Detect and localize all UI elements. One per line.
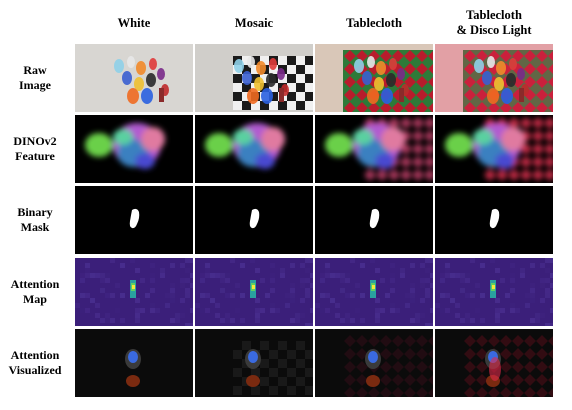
column-header: Tablecloth [315, 4, 433, 42]
feature-image [435, 115, 553, 183]
row-header: DINOv2 Feature [0, 115, 70, 183]
column-header-label: Tablecloth [346, 15, 402, 30]
mask-image-graphic [315, 186, 433, 254]
attention-image-graphic [75, 258, 193, 326]
mask-image [75, 186, 193, 254]
attention-image-graphic [315, 258, 433, 326]
visualized-image [75, 329, 193, 397]
row-header: Attention Map [0, 258, 70, 326]
mask-image-graphic [435, 186, 553, 254]
raw-image [75, 44, 193, 112]
visualized-image [315, 329, 433, 397]
row-header: Attention Visualized [0, 329, 70, 397]
visualized-image-graphic [75, 329, 193, 397]
feature-image [315, 115, 433, 183]
attention-image-graphic [435, 258, 553, 326]
raw-image-graphic [75, 44, 193, 112]
visualized-image-graphic [435, 329, 553, 397]
feature-image-graphic [435, 115, 553, 183]
row-header-label: Binary Mask [17, 205, 53, 234]
visualized-image [195, 329, 313, 397]
column-header: White [75, 4, 193, 42]
row-header: Raw Image [0, 44, 70, 112]
attention-image [75, 258, 193, 326]
raw-image [435, 44, 553, 112]
raw-image [195, 44, 313, 112]
raw-image-graphic [315, 44, 433, 112]
mask-image-graphic [75, 186, 193, 254]
mask-image [435, 186, 553, 254]
feature-image-graphic [195, 115, 313, 183]
row-header-label: DINOv2 Feature [13, 134, 57, 163]
attention-image-graphic [195, 258, 313, 326]
feature-image-graphic [75, 115, 193, 183]
row-header-label: Raw Image [19, 63, 51, 92]
feature-image [195, 115, 313, 183]
row-header-label: Attention Map [10, 277, 60, 306]
raw-image [315, 44, 433, 112]
mask-image [195, 186, 313, 254]
feature-image-graphic [315, 115, 433, 183]
raw-image-graphic [435, 44, 553, 112]
attention-image [195, 258, 313, 326]
column-header-label: Tablecloth & Disco Light [456, 8, 532, 37]
column-header: Tablecloth & Disco Light [435, 4, 553, 42]
row-header-label: Attention Visualized [8, 348, 62, 377]
mask-image-graphic [195, 186, 313, 254]
feature-image [75, 115, 193, 183]
column-header-label: Mosaic [234, 15, 274, 30]
mask-image [315, 186, 433, 254]
row-header: Binary Mask [0, 186, 70, 254]
attention-image [435, 258, 553, 326]
column-header-label: White [117, 15, 151, 30]
visualized-image [435, 329, 553, 397]
raw-image-graphic [195, 44, 313, 112]
attention-image [315, 258, 433, 326]
visualized-image-graphic [195, 329, 313, 397]
column-header: Mosaic [195, 4, 313, 42]
visualized-image-graphic [315, 329, 433, 397]
